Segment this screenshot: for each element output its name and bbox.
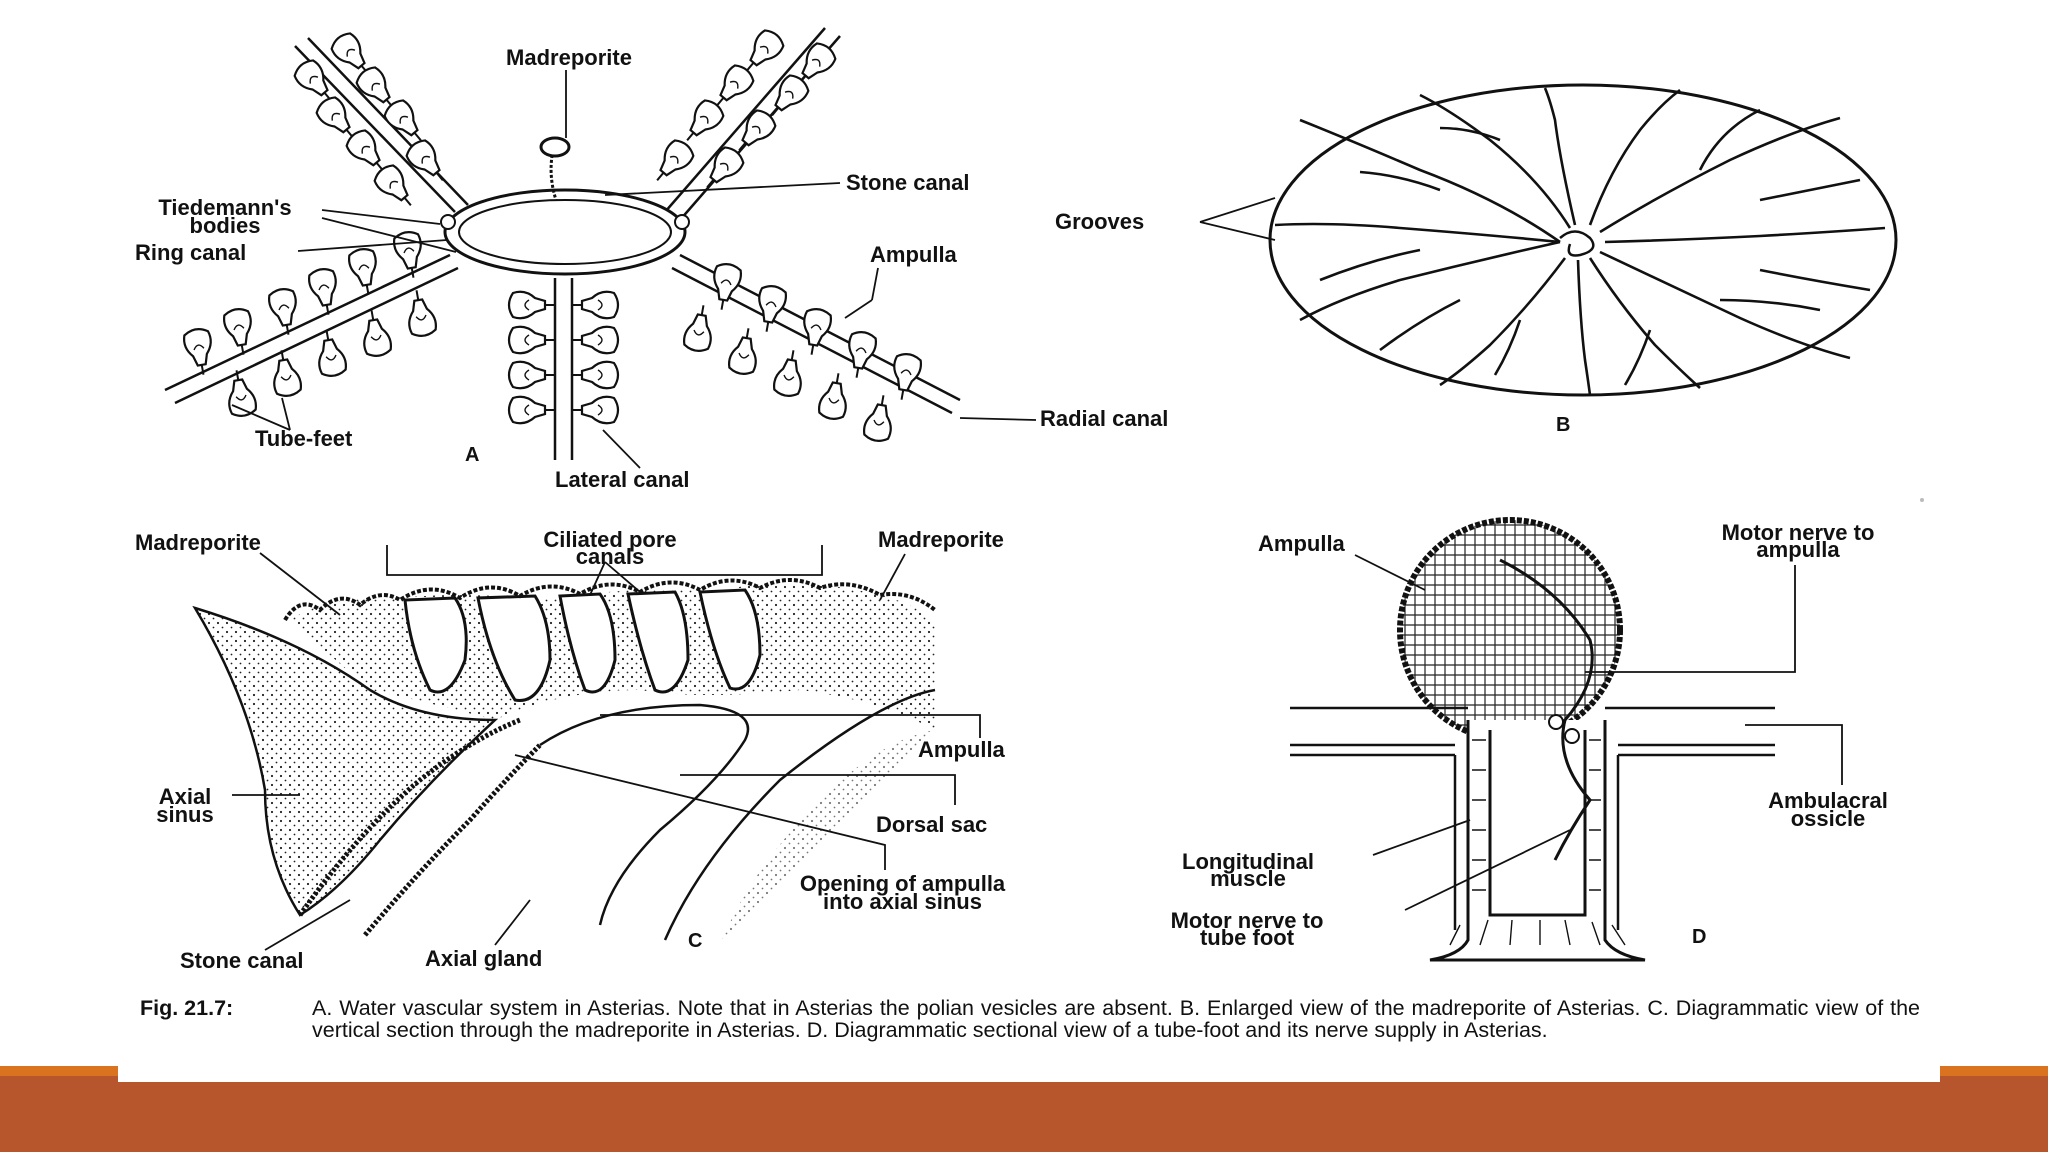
label-ambulacral-line2: ossicle [1728, 808, 1928, 830]
panel-letter-b: B [1556, 414, 1570, 437]
label-madreporite-a: Madreporite [474, 47, 664, 69]
label-dorsal-sac: Dorsal sac [876, 814, 1056, 836]
label-ampulla-c: Ampulla [918, 739, 1068, 761]
label-motor-ampulla-line2: ampulla [1678, 539, 1918, 561]
label-grooves: Grooves [1055, 211, 1205, 233]
panel-letter-c: C [688, 930, 702, 953]
madreporite-shape [541, 138, 569, 156]
panel-letter-a: A [465, 444, 479, 467]
label-axial-gland: Axial gland [425, 948, 625, 970]
panel-d-tube-foot-section [1290, 520, 1842, 960]
label-longitudinal-line2: muscle [1148, 868, 1348, 890]
label-stone-canal-c: Stone canal [180, 950, 380, 972]
label-ring-canal: Ring canal [135, 242, 305, 264]
label-tiedemann-line2: bodies [130, 215, 320, 237]
label-ampulla-a: Ampulla [870, 244, 1020, 266]
figure-panel-bottom [118, 1064, 1940, 1082]
caption-text: A. Water vascular system in Asterias. No… [312, 997, 1920, 1041]
label-ampulla-d: Ampulla [1258, 533, 1388, 555]
panel-b-madreporite-surface [1200, 85, 1896, 395]
footer-accent-left [0, 1066, 118, 1076]
label-madreporite-c-left: Madreporite [135, 532, 335, 554]
label-motor-tube-line2: tube foot [1132, 927, 1362, 949]
figure-caption: Fig. 21.7: A. Water vascular system in A… [140, 997, 1920, 1041]
label-opening-line2: into axial sinus [745, 891, 1060, 913]
label-madreporite-c-right: Madreporite [878, 529, 1078, 551]
panel-letter-d: D [1692, 926, 1706, 949]
label-lateral-canal: Lateral canal [555, 469, 755, 491]
label-tube-feet: Tube-feet [255, 428, 415, 450]
label-axial-sinus-line2: sinus [140, 804, 230, 826]
figure-number: Fig. 21.7: [140, 997, 233, 1019]
label-ciliated-line2: canals [505, 546, 715, 568]
footer-accent-right [1940, 1066, 2048, 1076]
label-radial-canal: Radial canal [1040, 408, 1240, 430]
label-stone-canal-a: Stone canal [846, 172, 1046, 194]
